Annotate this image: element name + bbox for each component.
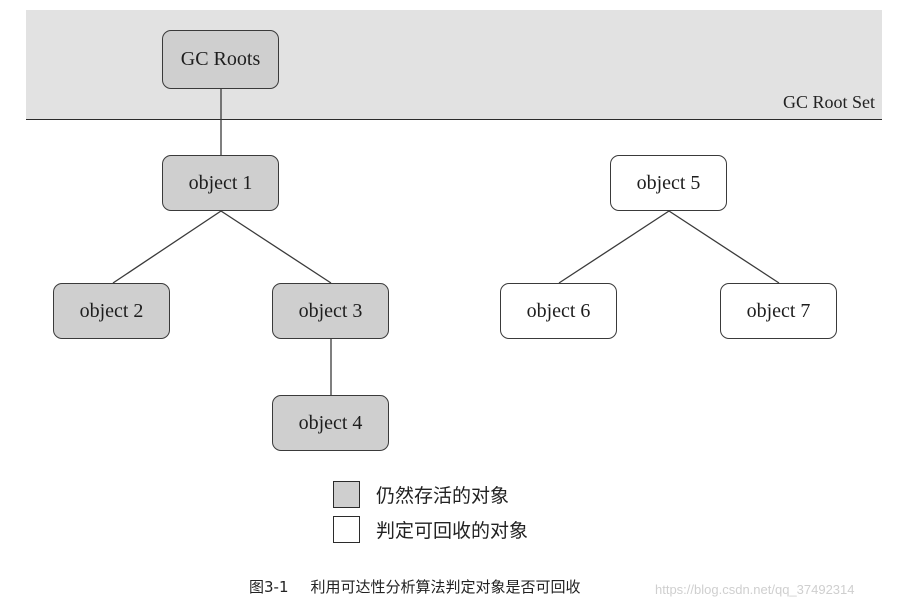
figure-number: 图3-1 bbox=[249, 578, 289, 596]
legend-alive-label: 仍然存活的对象 bbox=[376, 485, 510, 507]
node-object-6: object 6 bbox=[500, 283, 617, 339]
legend-collectable-label: 判定可回收的对象 bbox=[376, 520, 529, 542]
legend-alive-swatch bbox=[333, 481, 360, 508]
edge-object1-object2 bbox=[112, 210, 222, 284]
node-object-7: object 7 bbox=[720, 283, 837, 339]
gc-root-set-label: GC Root Set bbox=[782, 92, 875, 112]
node-gc-roots: GC Roots bbox=[162, 30, 279, 89]
figure-caption: 图3-1 利用可达性分析算法判定对象是否可回收 bbox=[249, 576, 581, 597]
edge-object1-object3 bbox=[220, 210, 332, 284]
node-object-4: object 4 bbox=[272, 395, 389, 451]
node-object-1: object 1 bbox=[162, 155, 279, 211]
edge-object5-object6 bbox=[558, 210, 670, 284]
figure-title: 利用可达性分析算法判定对象是否可回收 bbox=[310, 578, 581, 596]
legend-collectable-swatch bbox=[333, 516, 360, 543]
node-object-2: object 2 bbox=[53, 283, 170, 339]
node-object-5: object 5 bbox=[610, 155, 727, 211]
edge-object5-object7 bbox=[668, 210, 780, 284]
node-object-3: object 3 bbox=[272, 283, 389, 339]
watermark-url: https://blog.csdn.net/qq_37492314 bbox=[655, 582, 855, 597]
